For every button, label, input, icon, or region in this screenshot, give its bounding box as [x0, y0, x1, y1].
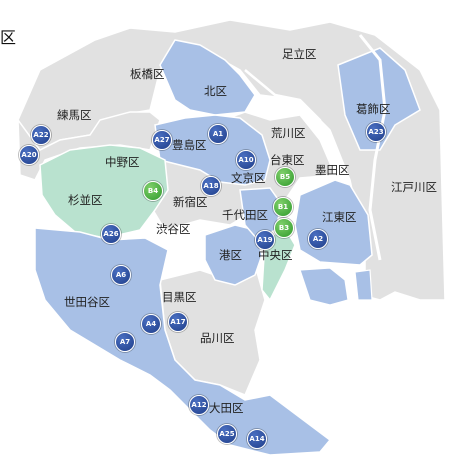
ward-label-meguro: 目黒区: [162, 290, 197, 304]
ward-label-taito: 台東区: [270, 153, 305, 167]
ward-label-chiyoda: 千代田区: [222, 208, 268, 222]
marker-a23[interactable]: A23: [366, 122, 386, 142]
marker-a4[interactable]: A4: [141, 314, 161, 334]
marker-a6[interactable]: A6: [111, 265, 131, 285]
marker-a20[interactable]: A20: [19, 145, 39, 165]
marker-a17[interactable]: A17: [168, 312, 188, 332]
ward-label-shinagawa: 品川区: [200, 331, 235, 345]
ward-label-bunkyo: 文京区: [231, 171, 266, 185]
ward-label-setagaya: 世田谷区: [64, 295, 110, 309]
ward-label-edogawa: 江戸川区: [391, 180, 437, 194]
ward-label-toshima: 豊島区: [172, 138, 207, 152]
ward-label-sumida: 墨田区: [315, 163, 350, 177]
marker-a18[interactable]: A18: [201, 176, 221, 196]
marker-a26[interactable]: A26: [101, 224, 121, 244]
ward-katsushika: [337, 47, 421, 151]
marker-b1[interactable]: B1: [273, 197, 293, 217]
ward-setagaya: [34, 227, 332, 456]
ward-label-itabashi: 板橋区: [130, 67, 165, 81]
ward-kita: [159, 39, 256, 116]
ward-label-shinjuku: 新宿区: [173, 195, 208, 209]
marker-a22[interactable]: A22: [31, 125, 51, 145]
map-land-gray-2: [17, 111, 161, 181]
ward-label-koto: 江東区: [322, 210, 357, 224]
ward-label-chuo: 中央区: [258, 248, 293, 262]
marker-a2[interactable]: A2: [308, 229, 328, 249]
ward-minato: [204, 224, 263, 286]
map-title-fragment: 区: [0, 28, 17, 47]
marker-a10[interactable]: A10: [236, 150, 256, 170]
bay-islands: [299, 267, 373, 306]
marker-a19[interactable]: A19: [255, 230, 275, 250]
ward-label-shibuya: 渋谷区: [156, 222, 191, 236]
ward-label-ota: 大田区: [209, 401, 244, 415]
ward-label-nerima: 練馬区: [57, 108, 92, 122]
river-sumida: [244, 69, 337, 181]
ward-suginami: [39, 144, 169, 239]
marker-a14[interactable]: A14: [247, 429, 267, 449]
marker-b3[interactable]: B3: [274, 218, 294, 238]
marker-a12[interactable]: A12: [189, 395, 209, 415]
ward-label-nakano: 中野区: [105, 155, 140, 169]
ward-label-arakawa: 荒川区: [271, 126, 306, 140]
marker-a27[interactable]: A27: [152, 130, 172, 150]
marker-a7[interactable]: A7: [115, 332, 135, 352]
ward-label-katsushika: 葛飾区: [356, 102, 391, 116]
ward-label-suginami: 杉並区: [68, 193, 103, 207]
marker-b5[interactable]: B5: [275, 167, 295, 187]
ward-label-kita: 北区: [204, 84, 227, 98]
ward-label-minato: 港区: [219, 248, 242, 262]
marker-a1[interactable]: A1: [208, 124, 228, 144]
marker-a25[interactable]: A25: [217, 424, 237, 444]
ward-label-adachi: 足立区: [282, 47, 317, 61]
marker-b4[interactable]: B4: [143, 181, 163, 201]
